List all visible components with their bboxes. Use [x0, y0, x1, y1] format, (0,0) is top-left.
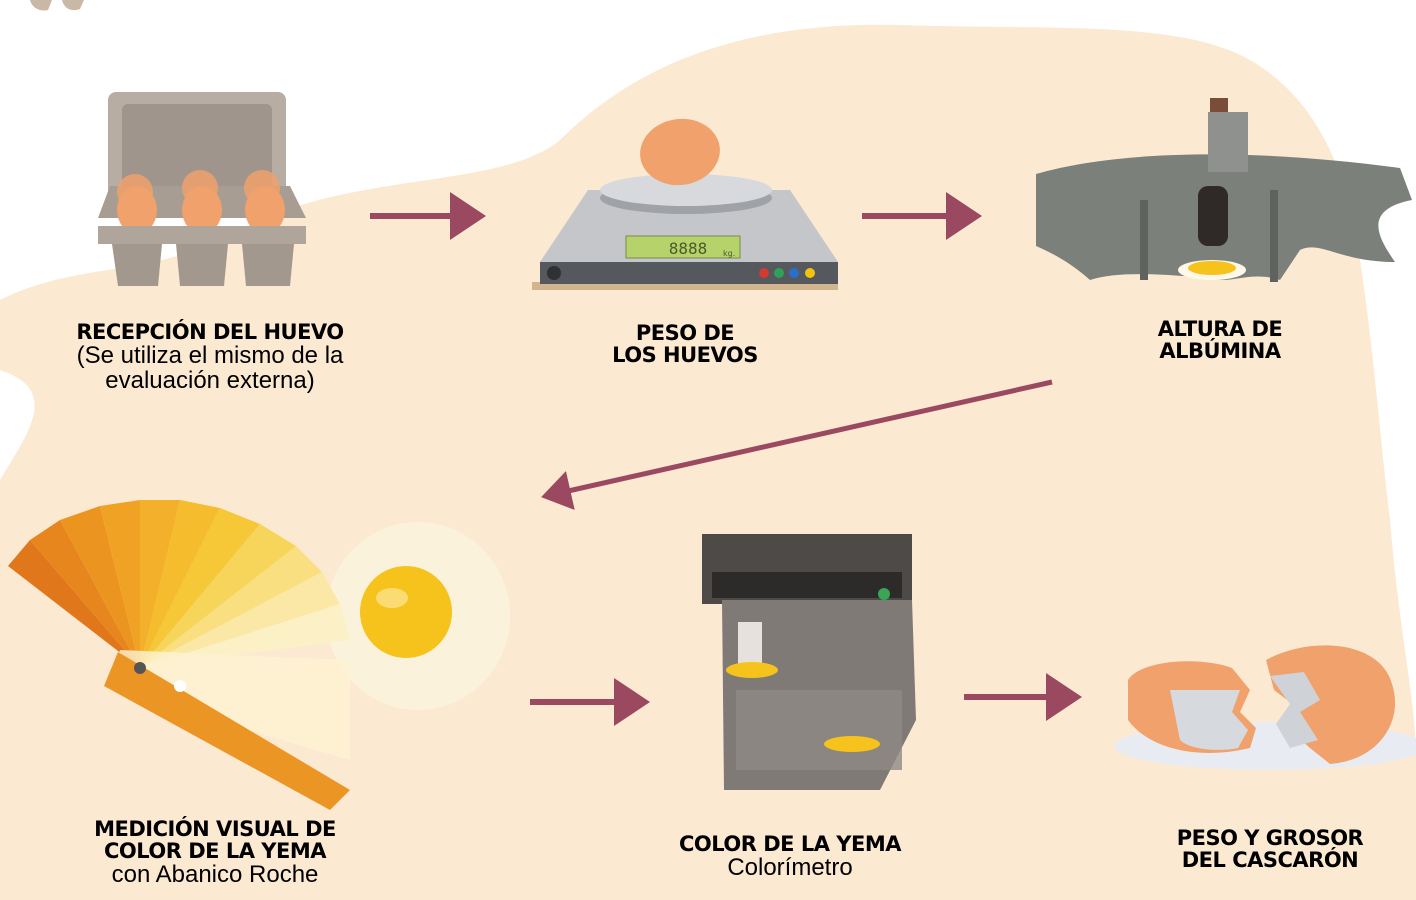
step-title: LOS HUEVOS — [612, 343, 758, 368]
scale-display-unit: kg. — [723, 249, 735, 258]
step-title: ALBÚMINA — [1159, 339, 1281, 364]
digital-scale-illustration: 8888 kg. — [532, 118, 838, 290]
step-label-egg-weight: PESO DE LOS HUEVOS — [560, 322, 810, 366]
step-title: ALTURA DE — [1157, 317, 1283, 341]
step-title: PESO DE — [635, 321, 735, 345]
corner-decoration — [30, 0, 84, 11]
arrow-step3-to-step4 — [541, 379, 1053, 511]
step-label-visual-yolk-color: MEDICIÓN VISUAL DE COLOR DE LA YEMA con … — [60, 818, 370, 887]
step-subtitle: (Se utiliza el mismo de la — [76, 342, 344, 370]
broken-eggshell-illustration — [1114, 645, 1416, 770]
step-title: DEL CASCARÓN — [1181, 848, 1359, 873]
step-title: RECEPCIÓN DEL HUEVO — [76, 320, 344, 344]
step-label-albumen-height: ALTURA DE ALBÚMINA — [1120, 318, 1320, 362]
step-title: MEDICIÓN VISUAL DE — [94, 817, 336, 841]
step-title: COLOR DE LA YEMA — [104, 839, 326, 864]
scale-display-value: 8888 — [669, 239, 708, 258]
flow-arrows — [370, 192, 1082, 726]
colorimeter-illustration — [702, 534, 916, 790]
egg-carton-illustration — [98, 92, 306, 286]
step-subtitle: evaluación externa) — [105, 367, 315, 395]
albumen-height-gauge-illustration — [1036, 98, 1412, 282]
step-subtitle: Colorímetro — [727, 854, 853, 882]
step-label-reception: RECEPCIÓN DEL HUEVO (Se utiliza el mismo… — [30, 321, 390, 393]
step-title: COLOR DE LA YEMA — [679, 832, 901, 856]
step-title: PESO Y GROSOR — [1176, 826, 1364, 850]
step-subtitle: con Abanico Roche — [111, 861, 319, 889]
roche-fan-illustration — [8, 500, 510, 810]
step-label-shell-weight-thickness: PESO Y GROSOR DEL CASCARÓN — [1140, 827, 1400, 871]
step-label-yolk-color: COLOR DE LA YEMA Colorímetro — [640, 833, 940, 880]
